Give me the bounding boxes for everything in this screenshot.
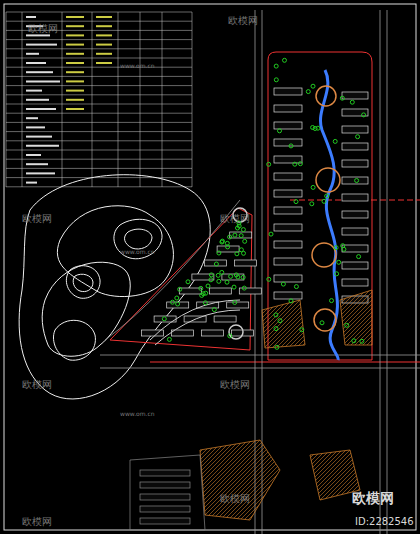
watermark: 欧模网 [228,14,258,28]
watermark: 欧模网 [28,22,58,36]
watermark: www.om.cn [120,248,155,255]
watermark: ID:2282546 [355,516,414,527]
watermark: 欧模网 [352,490,394,508]
watermark: 欧模网 [22,515,52,529]
watermark: www.om.cn [120,62,155,69]
watermark: 欧模网 [220,492,250,506]
watermark: www.om.cn [120,410,155,417]
watermark: 欧模网 [220,378,250,392]
watermark: 欧模网 [22,212,52,226]
watermark: 欧模网 [22,378,52,392]
watermark: 欧模网 [220,212,250,226]
